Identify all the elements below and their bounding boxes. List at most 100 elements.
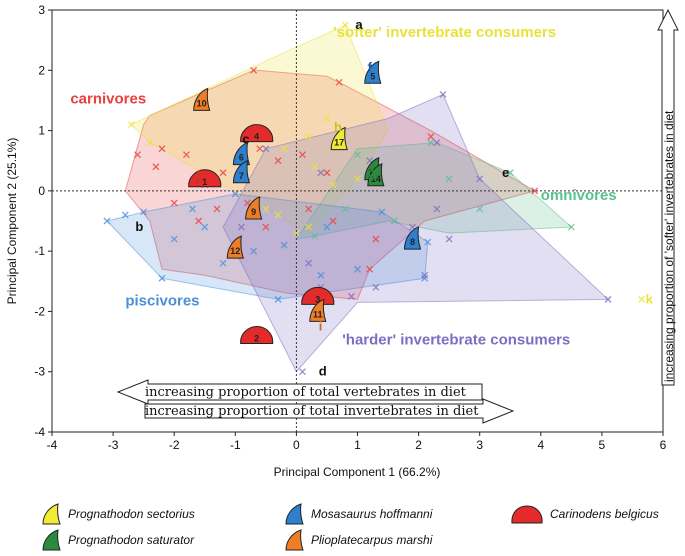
point-carnivores — [213, 205, 221, 213]
softer-invertebrate-arrow-label: increasing proportion of 'softer' invert… — [662, 110, 676, 382]
point-carnivores — [329, 217, 337, 225]
point-omnivores — [567, 223, 575, 231]
vertebrate-arrow — [116, 379, 483, 405]
data-points — [103, 21, 646, 376]
x-tick-label: 5 — [599, 438, 606, 452]
point-carnivores — [531, 187, 539, 195]
point-omnivores — [476, 205, 484, 213]
point-omnivores — [390, 217, 398, 225]
specimen-number: 12 — [230, 246, 240, 256]
point-harder-invertebrate-consumers — [421, 271, 429, 279]
tooth-marker — [364, 60, 382, 84]
point-softer-invertebrate-consumers — [127, 121, 135, 129]
specimen-8: 8 — [403, 226, 422, 250]
point-softer-invertebrate-consumers — [311, 163, 319, 171]
point-omnivores — [354, 151, 361, 159]
specimen-3: 3 — [301, 286, 335, 305]
x-tick-label: 4 — [537, 438, 544, 452]
legend-item-plioplatecarpus-marshi: Plioplatecarpus marshi — [283, 529, 432, 551]
x-tick-label: -1 — [230, 438, 241, 452]
x-tick-label: -2 — [169, 438, 180, 452]
point-omnivores — [506, 169, 514, 177]
tooth-marker — [193, 87, 211, 111]
point-letter-g: g — [368, 165, 376, 180]
point-piscivores — [201, 223, 209, 231]
specimen-number: 7 — [239, 171, 244, 181]
specimen-7: 7 — [232, 160, 251, 184]
specimen-14: 14 — [367, 163, 385, 187]
orange-tooth-icon — [283, 529, 305, 551]
specimen-number: 14 — [371, 174, 381, 184]
zero-lines — [52, 10, 663, 432]
legend-item-prognathodon-sectorius: Prognathodon sectorius — [40, 503, 195, 525]
tooth-marker — [240, 326, 274, 345]
point-softer-invertebrate-consumers — [638, 295, 646, 303]
red-tooth-icon — [510, 503, 544, 525]
point-carnivores — [182, 151, 190, 159]
tooth-marker — [245, 196, 263, 220]
point-letter-h: h — [334, 120, 342, 135]
point-carnivores — [158, 145, 166, 153]
blue-tooth-icon — [283, 503, 305, 525]
point-piscivores — [121, 211, 129, 219]
point-piscivores — [158, 274, 166, 282]
specimen-number: 9 — [251, 207, 256, 217]
tooth-marker — [330, 126, 348, 151]
legend-label: Prognathodon sectorius — [68, 507, 195, 521]
point-letter-d: d — [319, 364, 327, 379]
point-softer-invertebrate-consumers — [274, 211, 282, 219]
point-softer-invertebrate-consumers — [262, 205, 270, 213]
specimen-number: 3 — [315, 294, 320, 304]
point-softer-invertebrate-consumers — [146, 139, 154, 147]
point-piscivores — [250, 247, 258, 255]
x-tick-label: 3 — [476, 438, 483, 452]
legend-item-mosasaurus-hoffmanni: Mosasaurus hoffmanni — [283, 503, 432, 525]
tooth-marker — [188, 169, 222, 188]
point-softer-invertebrate-consumers — [305, 133, 313, 141]
point-piscivores — [189, 205, 196, 213]
vertebrate-arrow-label: increasing proportion of total vertebrat… — [145, 385, 467, 400]
point-carnivores — [134, 151, 141, 159]
point-softer-invertebrate-consumers — [341, 21, 349, 29]
point-piscivores — [103, 217, 111, 225]
y-tick-label: -4 — [34, 425, 45, 439]
point-piscivores — [421, 274, 429, 282]
softer-invertebrate-arrow — [657, 8, 679, 386]
group-label-omnivores: omnivores — [541, 187, 617, 204]
point-omnivores — [445, 175, 453, 183]
hull-carnivores — [124, 69, 536, 300]
point-carnivores — [250, 66, 258, 74]
specimen-number: 17 — [334, 138, 344, 148]
legend-label: Prognathodon saturator — [68, 533, 195, 547]
specimen-number: 8 — [410, 237, 415, 247]
x-tick-label: 6 — [660, 438, 667, 452]
point-piscivores — [378, 208, 386, 216]
tooth-marker — [232, 160, 251, 184]
point-piscivores — [274, 295, 282, 303]
point-carnivores — [323, 169, 331, 177]
point-carnivores — [195, 217, 203, 225]
point-carnivores — [256, 145, 264, 153]
point-letter-k: k — [646, 291, 654, 306]
point-omnivores — [427, 139, 435, 147]
point-carnivores — [427, 133, 435, 141]
point-piscivores — [317, 271, 325, 279]
invertebrate-arrow-label: increasing proportion of total invertebr… — [145, 404, 479, 419]
point-harder-invertebrate-consumers — [372, 283, 380, 291]
group-hulls — [106, 24, 610, 373]
point-omnivores — [311, 232, 319, 240]
specimen-9: 9 — [245, 196, 263, 220]
point-harder-invertebrate-consumers — [604, 295, 612, 303]
point-softer-invertebrate-consumers — [354, 175, 361, 183]
point-harder-invertebrate-consumers — [347, 292, 355, 300]
specimen-number: 11 — [313, 309, 323, 319]
point-carnivores — [170, 199, 178, 207]
y-tick-label: 0 — [38, 184, 45, 198]
point-piscivores — [219, 259, 227, 267]
point-harder-invertebrate-consumers — [433, 139, 441, 147]
group-label-carnivores: carnivores — [70, 90, 146, 107]
point-harder-invertebrate-consumers — [262, 145, 270, 153]
specimen-4: 4 — [240, 124, 274, 143]
diet-arrows: increasing proportion of total vertebrat… — [116, 8, 679, 424]
